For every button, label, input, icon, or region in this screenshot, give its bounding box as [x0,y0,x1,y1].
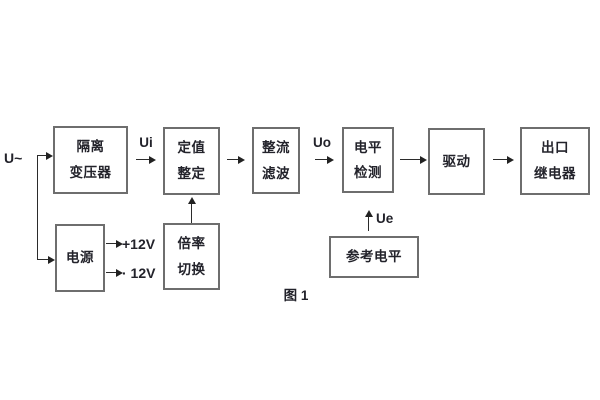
arrow-head [48,255,55,264]
block-ratio-switch: 倍率 切换 [163,223,220,290]
arrow-head [46,151,53,160]
block-isolation-transformer: 隔离 变压器 [53,126,128,194]
arrow-line [136,159,150,161]
arrow-line [315,159,328,161]
uo-signal-label: Uo [313,135,331,150]
input-branch-line [37,155,38,260]
arrow-power-to-minus12v [106,268,123,278]
arrow-rectifier-to-level [315,155,334,165]
block-drive: 驱动 [428,128,485,195]
arrow-head [507,155,514,164]
arrow-line [227,159,239,161]
arrow-drive-to-relay [493,155,514,165]
block-label: 整流 [262,140,290,155]
arrow-line [191,202,193,223]
block-label: 电平 [354,139,382,155]
block-label: 隔离 [76,139,105,155]
input-signal-label: U~ [4,150,23,166]
block-label: 驱动 [442,153,471,169]
arrow-power-to-plus12v [106,239,123,249]
arrow-head [187,197,196,204]
plus12v-label: +12V [122,236,156,252]
arrow-line [106,272,117,274]
arrow-transformer-to-setpoint [136,155,156,165]
arrow-ratio-to-setpoint [187,197,197,223]
block-power-supply: 电源 [55,224,105,292]
block-label: 倍率 [177,236,206,251]
arrow-line [37,259,49,261]
block-label: 检测 [354,164,382,180]
figure-caption: 图 1 [283,288,309,303]
arrow-input-to-transformer [37,151,53,161]
arrow-reference-ue [364,210,374,231]
arrow-input-to-power [37,255,55,265]
arrow-head [327,155,334,164]
arrow-line [368,215,370,231]
arrow-head [116,268,123,277]
block-rectifier-filter: 整流 滤波 [252,127,300,194]
ui-signal-label: Ui [139,135,153,150]
block-output-relay: 出口 继电器 [520,127,590,195]
arrow-line [493,159,508,161]
block-reference-level: 参考电平 [329,236,419,278]
arrow-level-to-drive [400,155,427,165]
arrow-head [149,155,156,164]
block-label: 定值 [177,140,206,156]
block-setpoint: 定值 整定 [163,127,220,195]
arrow-head [116,239,123,248]
block-label: 整定 [177,166,206,182]
block-label: 继电器 [534,166,576,182]
arrow-head [420,155,427,164]
arrow-head [238,155,245,164]
block-level-detection: 电平 检测 [342,127,394,193]
arrow-setpoint-to-rectifier [227,155,245,165]
block-label: 电源 [66,250,94,266]
block-label: 滤波 [262,165,290,181]
block-label: 变压器 [69,165,112,181]
arrow-line [400,159,421,161]
arrow-line [106,243,117,245]
ue-signal-label: Ue [376,211,394,226]
arrow-line [37,155,47,157]
block-label: 切换 [177,261,206,277]
minus12v-label: · 12V [122,265,156,281]
block-label: 参考电平 [346,249,402,265]
block-label: 出口 [541,140,569,156]
arrow-head [364,210,373,217]
